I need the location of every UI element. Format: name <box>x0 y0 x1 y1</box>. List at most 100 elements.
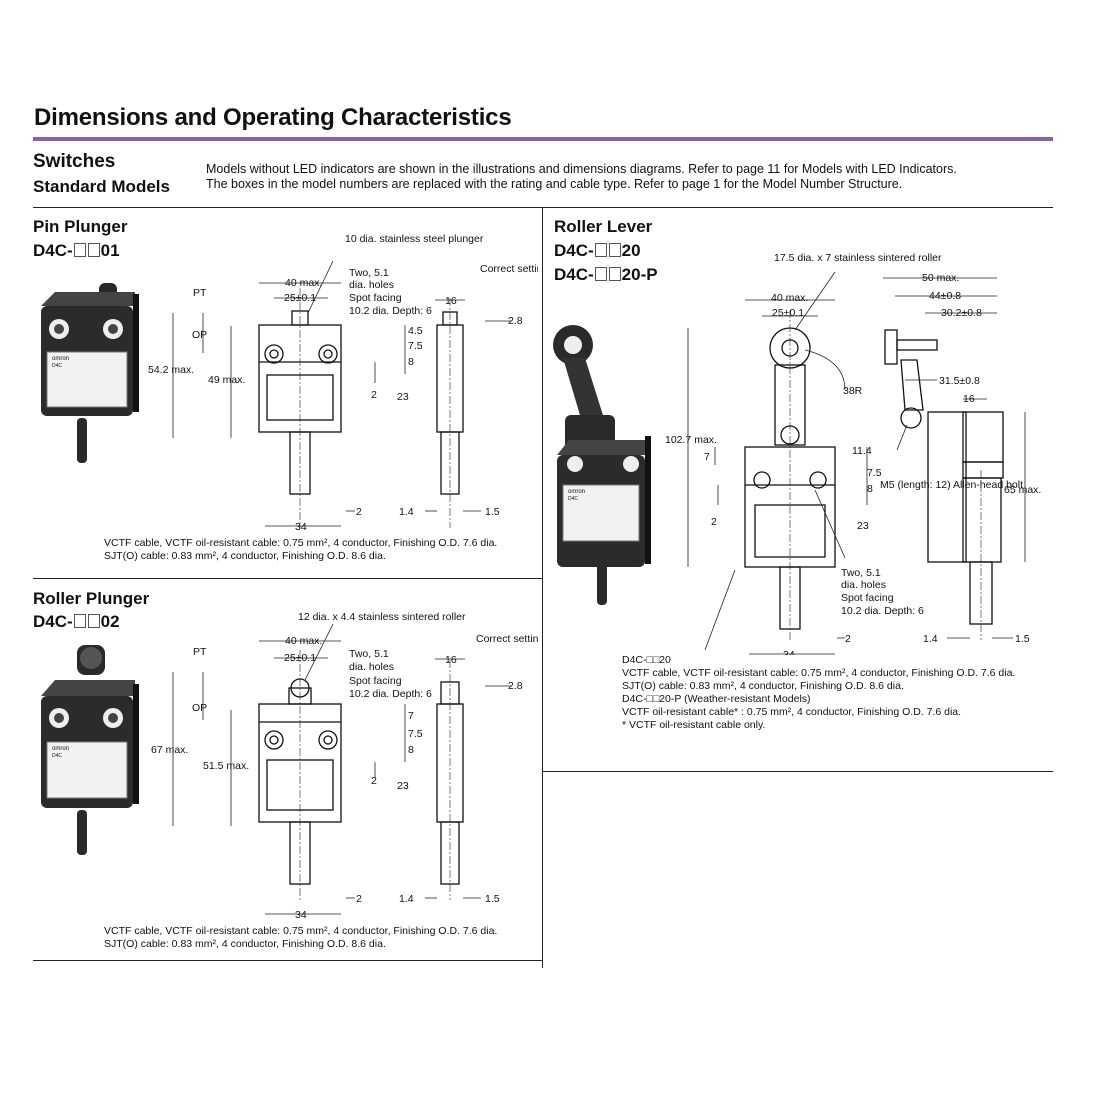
dim-1-5: 1.5 <box>485 893 500 905</box>
pin-plunger-title: Pin Plunger <box>33 217 128 236</box>
dim-102-7-max: 102.7 max. <box>665 434 717 446</box>
dim-40-max: 40 max. <box>285 635 322 647</box>
model-prefix: D4C- <box>554 241 594 260</box>
dim-23: 23 <box>397 391 409 403</box>
correct-setting-note: Correct setting position <box>476 633 538 645</box>
dim-7-5: 7.5 <box>867 467 882 479</box>
dim-38r: 38R <box>843 385 863 397</box>
intro-text: Models without LED indicators are shown … <box>206 162 957 192</box>
dim-2: 2 <box>371 775 377 787</box>
pin-plunger-notes: VCTF cable, VCTF oil-resistant cable: 0.… <box>104 537 497 563</box>
dim-49-max: 49 max. <box>208 374 245 386</box>
dim-50-max: 50 max. <box>922 272 959 284</box>
rollerp-note-2: SJT(O) cable: 0.83 mm², 4 conductor, Fin… <box>104 938 386 950</box>
dim-67-max: 67 max. <box>151 744 188 756</box>
spot-facing-note: Spot facing <box>349 292 402 304</box>
roller-lever-model-1: D4C- 20 <box>554 239 641 262</box>
spot-depth-note: 10.2 dia. Depth: 6 <box>349 688 432 700</box>
pin-plunger-photo: omron D4C <box>41 283 139 463</box>
product-label: D4C <box>52 753 62 759</box>
product-label: D4C <box>52 363 62 369</box>
lever-roller-note: 17.5 dia. x 7 stainless sintered roller <box>774 252 942 264</box>
title-rule <box>33 137 1053 141</box>
spot-depth-note: 10.2 dia. Depth: 6 <box>841 605 924 617</box>
model-box <box>594 243 607 257</box>
dim-4-5: 4.5 <box>408 325 423 337</box>
dim-40-max: 40 max. <box>285 277 322 289</box>
model-box <box>87 243 100 257</box>
dim-2-8: 2.8 <box>508 315 523 327</box>
model-box <box>608 243 621 257</box>
lever-note-model-2: D4C-□□20-P (Weather-resistant Models) <box>622 693 811 705</box>
brand-label: omron <box>52 746 69 752</box>
intro-line-2: The boxes in the model numbers are repla… <box>206 177 903 191</box>
dim-2: 2 <box>371 389 377 401</box>
dim-34: 34 <box>295 909 307 921</box>
roller-lever-notes: D4C-□□20 VCTF cable, VCTF oil-resistant … <box>622 654 1015 732</box>
dim-2-bottom: 2 <box>356 506 362 518</box>
model-box <box>608 267 621 281</box>
dim-54-2-max: 54.2 max. <box>148 364 194 376</box>
model-suffix: 20 <box>621 241 641 260</box>
dim-25: 25±0.1 <box>772 307 804 319</box>
model-box <box>594 267 607 281</box>
dim-25: 25±0.1 <box>284 652 316 664</box>
spot-facing-note: Spot facing <box>349 675 402 687</box>
dim-40-max: 40 max. <box>771 292 808 304</box>
dim-1-4: 1.4 <box>923 633 938 645</box>
roller-lever-drawing: omron D4C 40 max. 25±0.1 17.5 dia. x 7 s… <box>553 252 1041 655</box>
holes-note-2: dia. holes <box>349 279 394 291</box>
model-suffix: 02 <box>100 612 120 631</box>
roller-plunger-notes: VCTF cable, VCTF oil-resistant cable: 0.… <box>104 925 497 951</box>
model-prefix: D4C- <box>33 612 73 631</box>
roller-lever-model-2: D4C- 20-P <box>554 263 658 286</box>
page-title: Dimensions and Operating Characteristics <box>34 104 512 131</box>
section-title: Switches <box>33 151 116 172</box>
model-box <box>73 614 86 628</box>
dim-8: 8 <box>867 483 873 495</box>
dim-65-max: 65 max. <box>1004 484 1041 496</box>
dim-1-5: 1.5 <box>485 506 500 518</box>
model-suffix: 20-P <box>621 265 658 284</box>
dim-11-4: 11.4 <box>852 445 872 457</box>
dim-51-5-max: 51.5 max. <box>203 760 249 772</box>
holes-note-2: dia. holes <box>841 579 886 591</box>
pin-plunger-model: D4C-01 <box>33 239 120 262</box>
model-box <box>73 243 86 257</box>
model-box <box>87 614 100 628</box>
holes-note: Two, 5.1 <box>349 267 389 279</box>
brand-label: omron <box>568 489 585 495</box>
spot-depth-note: 10.2 dia. Depth: 6 <box>349 305 432 317</box>
dim-16: 16 <box>963 393 975 405</box>
grid-line-left-mid <box>33 578 542 579</box>
dim-8: 8 <box>408 356 414 368</box>
roller-plunger-drawing: omron D4C 40 max. 25±0.1 PT OP 67 max. 5… <box>41 611 538 921</box>
dim-2-8: 2.8 <box>508 680 523 692</box>
roller-plunger-model: D4C- 02 <box>33 610 120 633</box>
label-pt: PT <box>193 287 207 299</box>
lever-note-1: VCTF cable, VCTF oil-resistant cable: 0.… <box>622 667 1016 679</box>
rollerp-note-1: VCTF cable, VCTF oil-resistant cable: 0.… <box>104 925 498 937</box>
dim-30-2: 30.2±0.8 <box>941 307 982 319</box>
grid-line-vertical <box>542 208 543 968</box>
model-prefix: D4C- <box>554 265 594 284</box>
product-label: D4C <box>568 496 578 502</box>
lever-note-2: SJT(O) cable: 0.83 mm², 4 conductor, Fin… <box>622 680 904 692</box>
dim-34: 34 <box>295 521 307 533</box>
roller-note: 12 dia. x 4.4 stainless sintered roller <box>298 611 466 623</box>
roller-plunger-title: Roller Plunger <box>33 589 150 608</box>
holes-note-2: dia. holes <box>349 661 394 673</box>
dim-44: 44±0.8 <box>929 290 961 302</box>
subsection-title: Standard Models <box>33 177 170 196</box>
grid-line-left-bottom <box>33 960 542 961</box>
pin-note-1: VCTF cable, VCTF oil-resistant cable: 0.… <box>104 537 498 549</box>
lever-note-4: * VCTF oil-resistant cable only. <box>622 719 766 731</box>
label-op: OP <box>192 329 207 341</box>
dim-2-bottom: 2 <box>845 633 851 645</box>
bolt-note: M5 (length: 12) Allen-head bolt <box>880 479 1023 491</box>
intro-line-1: Models without LED indicators are shown … <box>206 162 957 176</box>
holes-note: Two, 5.1 <box>841 567 881 579</box>
dim-16: 16 <box>445 654 457 666</box>
dim-2: 2 <box>711 516 717 528</box>
dim-34: 34 <box>783 649 795 655</box>
